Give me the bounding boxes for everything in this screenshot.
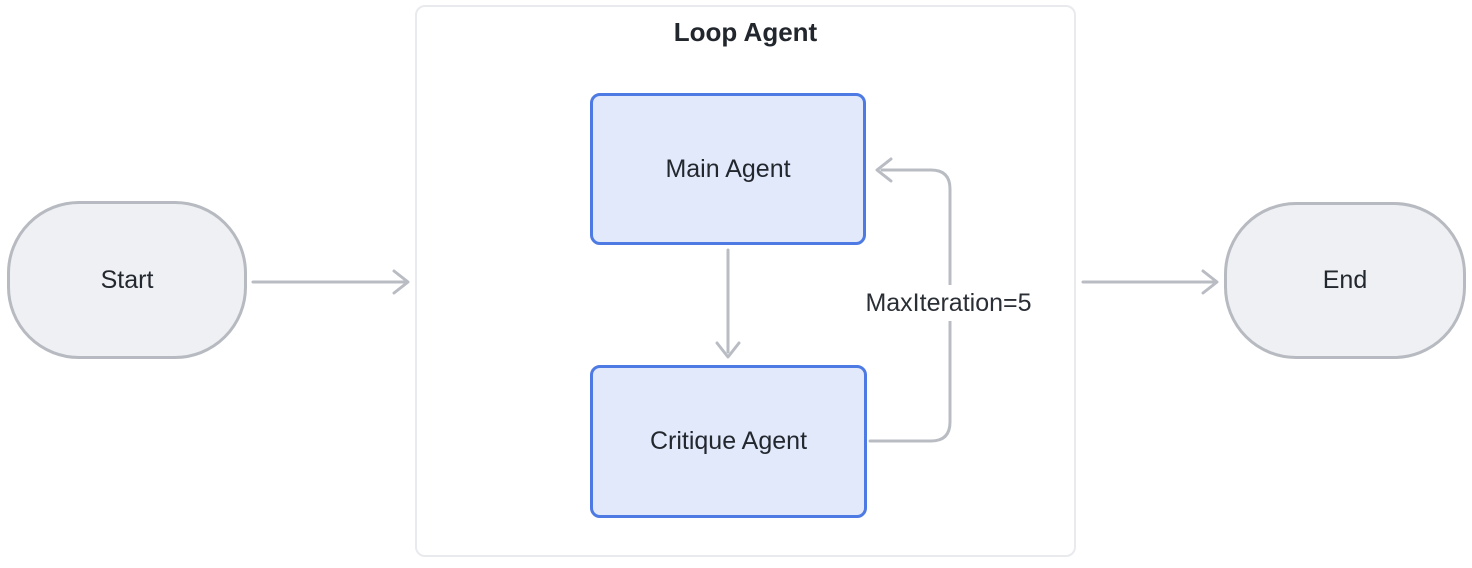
max-iteration-text: MaxIteration=5 [865, 288, 1032, 317]
arrowhead-right-icon [1201, 269, 1219, 295]
max-iteration-edge-label: MaxIteration=5 [838, 285, 1059, 321]
end-node-label: End [1322, 266, 1368, 294]
edge-start-to-loop-agent [251, 269, 410, 295]
main-agent-label: Main Agent [665, 154, 791, 183]
start-node-label: Start [100, 265, 154, 294]
arrowhead-right-icon [392, 269, 410, 295]
critique-agent-label: Critique Agent [649, 427, 808, 455]
end-node: End [1224, 202, 1466, 359]
loop-agent-group-title: Loop Agent [673, 17, 818, 47]
start-node: Start [7, 201, 247, 359]
critique-agent-node: Critique Agent [590, 365, 867, 518]
main-agent-node: Main Agent [590, 93, 866, 245]
edge-loop-agent-to-end [1081, 269, 1219, 295]
